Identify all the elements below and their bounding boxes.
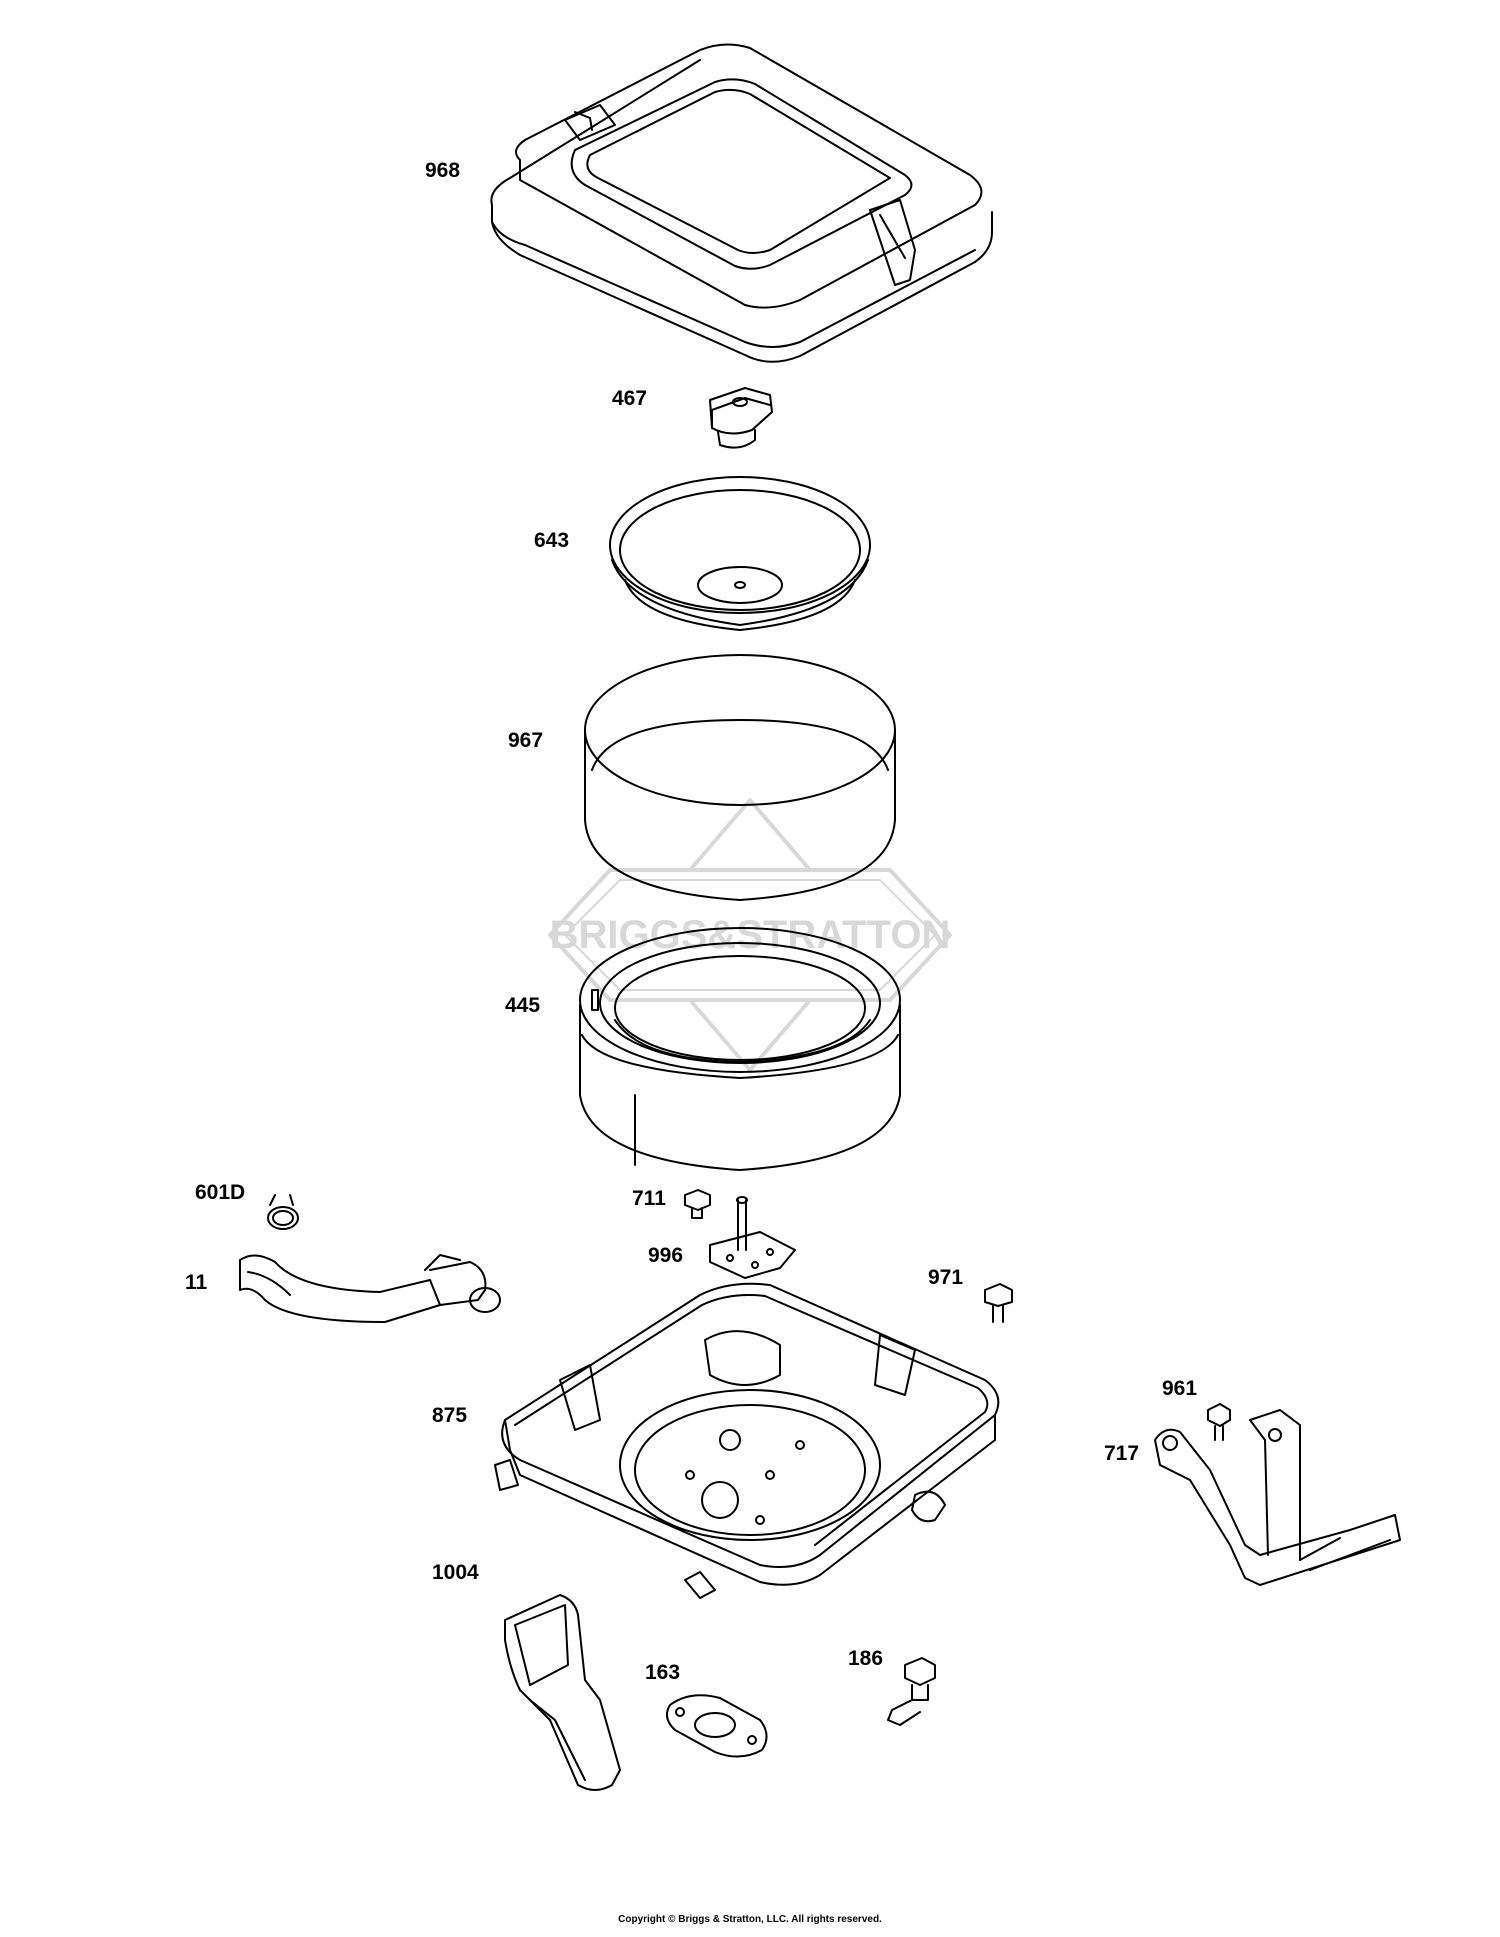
label-711: 711 xyxy=(632,1187,666,1210)
part-445-filter[interactable] xyxy=(579,927,901,1171)
part-961-screw[interactable] xyxy=(1207,1403,1231,1441)
label-967: 967 xyxy=(508,729,544,752)
label-961: 961 xyxy=(1162,1377,1198,1400)
label-467: 467 xyxy=(612,387,648,410)
part-711-nut[interactable] xyxy=(684,1189,711,1219)
label-601D: 601D xyxy=(195,1181,246,1204)
label-643: 643 xyxy=(534,529,570,552)
label-11: 11 xyxy=(185,1271,208,1294)
label-968: 968 xyxy=(425,159,461,182)
part-467-knob[interactable] xyxy=(709,387,773,449)
label-875: 875 xyxy=(432,1404,468,1427)
part-967-sleeve[interactable] xyxy=(584,654,896,901)
part-186-fitting[interactable] xyxy=(887,1657,936,1726)
label-717: 717 xyxy=(1104,1442,1140,1465)
copyright-notice: Copyright © Briggs & Stratton, LLC. All … xyxy=(618,1914,882,1925)
part-968-cover[interactable] xyxy=(490,43,993,363)
part-1004-duct[interactable] xyxy=(504,1594,621,1791)
part-643-tray[interactable] xyxy=(609,476,871,631)
part-971-screw[interactable] xyxy=(984,1283,1013,1323)
part-875-base[interactable] xyxy=(494,1282,1000,1599)
part-601D-clamp[interactable] xyxy=(267,1194,299,1230)
label-445: 445 xyxy=(505,994,541,1017)
part-163-gasket[interactable] xyxy=(665,1694,768,1758)
label-971: 971 xyxy=(928,1266,964,1289)
label-186: 186 xyxy=(848,1647,884,1670)
label-996: 996 xyxy=(648,1244,684,1267)
part-11-hose[interactable] xyxy=(239,1254,501,1323)
label-1004: 1004 xyxy=(432,1561,479,1584)
watermark-text: BRIGGS&STRATTON xyxy=(550,913,951,957)
watermark-logo xyxy=(548,798,952,1072)
part-717-bracket[interactable] xyxy=(1154,1409,1401,1586)
part-996-stud[interactable] xyxy=(709,1196,796,1279)
label-163: 163 xyxy=(645,1661,681,1684)
